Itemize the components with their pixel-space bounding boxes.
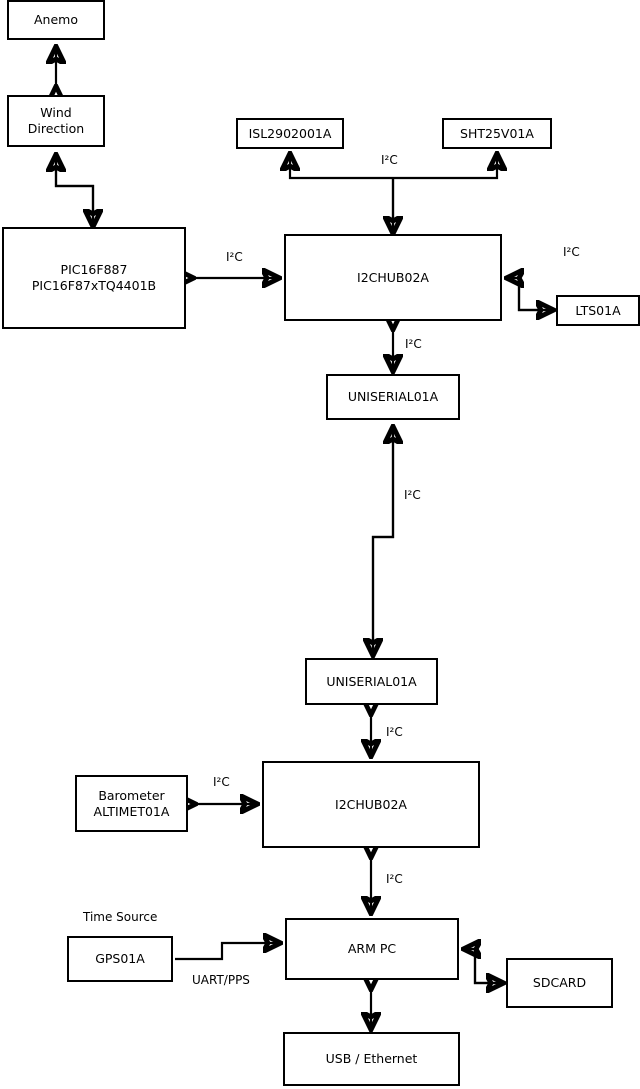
edge-label-i2c-uniserial-uniserial: I²C: [404, 488, 421, 502]
edge-label-i2c-hub-lts: I²C: [563, 245, 580, 259]
edge-label-i2c-uniserial-hub2: I²C: [386, 725, 403, 739]
wire-wind-pic-down: [54, 156, 93, 225]
node-wind-direction[interactable]: Wind Direction: [7, 95, 105, 147]
node-sht25v01a[interactable]: SHT25V01A: [442, 118, 552, 149]
node-uniserial01a-top[interactable]: UNISERIAL01A: [326, 374, 460, 420]
wire-uniserial-down: [373, 428, 395, 654]
node-i2chub02a-top[interactable]: I2CHUB02A: [284, 234, 502, 321]
edge-label-i2c-pic-hub: I²C: [226, 250, 243, 264]
node-isl2902001a-label: ISL2902001A: [248, 125, 332, 141]
wire-pic-wind-up: [56, 156, 95, 227]
node-barometer-label-line1: Barometer: [98, 787, 165, 803]
wire-lts-to-hub: [508, 278, 556, 312]
node-sdcard-label: SDCARD: [532, 975, 587, 991]
wire-uniserial-up: [371, 428, 393, 650]
edge-label-i2c-sensor-bus: I²C: [381, 153, 398, 167]
edge-label-uart-pps: UART/PPS: [192, 973, 250, 987]
node-usb-ethernet-label: USB / Ethernet: [325, 1051, 418, 1067]
node-gps01a-label: GPS01A: [95, 951, 145, 967]
node-barometer-altimet01a[interactable]: Barometer ALTIMET01A: [75, 775, 188, 832]
wire-gps-armpc: [175, 943, 279, 961]
node-arm-pc-label: ARM PC: [347, 941, 397, 957]
label-time-source: Time Source: [83, 910, 158, 924]
node-arm-pc[interactable]: ARM PC: [285, 918, 459, 980]
node-wind-direction-label-line1: Wind: [40, 105, 72, 121]
node-pic-label-line2: PIC16F87xTQ4401B: [31, 278, 157, 293]
node-sht25v01a-label: SHT25V01A: [460, 125, 534, 141]
node-sdcard[interactable]: SDCARD: [506, 958, 613, 1008]
node-isl2902001a[interactable]: ISL2902001A: [236, 118, 344, 149]
node-anemo[interactable]: Anemo: [7, 0, 105, 40]
node-lts01a[interactable]: LTS01A: [556, 295, 640, 326]
node-i2chub02a-top-label: I2CHUB02A: [357, 269, 429, 285]
node-lts01a-label: LTS01A: [575, 302, 621, 318]
node-i2chub02a-bottom-label: I2CHUB02A: [335, 796, 407, 812]
edge-label-i2c-barometer-hub2: I²C: [213, 775, 230, 789]
node-usb-ethernet[interactable]: USB / Ethernet: [283, 1032, 460, 1086]
node-gps01a[interactable]: GPS01A: [67, 936, 173, 982]
node-uniserial01a-bottom[interactable]: UNISERIAL01A: [305, 658, 438, 705]
wire-sdcard-to-armpc: [465, 949, 506, 985]
wire-bus-to-sht: [393, 155, 497, 180]
node-i2chub02a-bottom[interactable]: I2CHUB02A: [262, 761, 480, 848]
node-anemo-label: Anemo: [34, 12, 78, 28]
node-uniserial01a-bottom-label: UNISERIAL01A: [326, 673, 417, 689]
node-pic-microcontroller[interactable]: PIC16F887 PIC16F87xTQ4401B: [2, 227, 186, 329]
node-pic-label-line1: PIC16F887: [60, 262, 128, 278]
wire-bus-to-isl: [290, 155, 393, 180]
edge-label-i2c-hub2-armpc: I²C: [386, 872, 403, 886]
node-wind-direction-label-line2: Direction: [27, 121, 85, 136]
node-barometer-label-line2: ALTIMET01A: [93, 803, 170, 819]
wire-armpc-to-sdcard: [465, 947, 502, 983]
edge-label-i2c-hub-uniserial: I²C: [405, 337, 422, 351]
wire-hub-to-lts: [508, 276, 552, 310]
node-uniserial01a-top-label: UNISERIAL01A: [347, 389, 439, 405]
